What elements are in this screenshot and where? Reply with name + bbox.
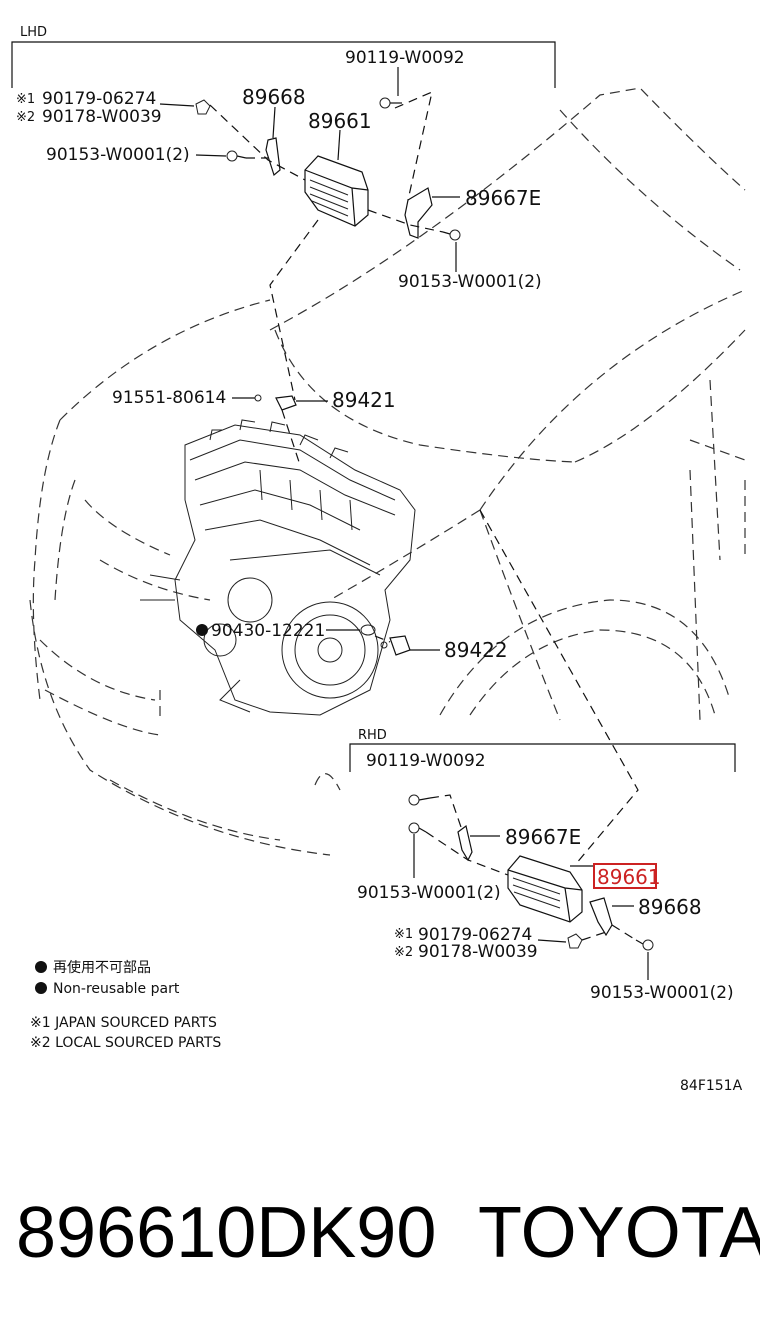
legend-jp: 再使用不可部品 <box>53 959 151 976</box>
lhd-bolt-left-icon <box>226 150 247 162</box>
rhd-bracket-left-label: 89667E <box>505 825 581 849</box>
legend-marker-en <box>35 982 47 994</box>
lhd-nut-ref1-label: 90179-06274 <box>42 89 156 109</box>
lhd-bracket-right-label: 89667E <box>465 186 541 210</box>
legend-marker-jp <box>35 961 47 973</box>
lhd-ecu-module <box>304 155 369 227</box>
rhd-bracket-89668 <box>589 897 613 937</box>
lhd-nut-ref2-label: 90178-W0039 <box>42 107 162 127</box>
rhd-nut-ref1-mark: ※1 <box>394 927 413 942</box>
lhd-bolt-left-label: 90153-W0001(2) <box>46 145 190 165</box>
rhd-bracket-89667e <box>457 824 473 862</box>
bolt-sensor-label: 91551-80614 <box>112 388 226 408</box>
sensor-89421-icon <box>254 394 297 411</box>
lhd-bracket-89668 <box>265 137 281 177</box>
lhd-bolt-right-icon <box>442 229 461 241</box>
sensor-upper-label: 89421 <box>332 388 396 412</box>
lhd-bracket-89667e <box>404 187 433 239</box>
lhd-nut-ref1-mark: ※1 <box>16 92 35 107</box>
rhd-bolt-right-label: 90153-W0001(2) <box>590 983 734 1003</box>
rhd-bolt-top-icon <box>408 794 431 806</box>
rhd-section: RHD <box>349 509 736 1003</box>
rhd-nut-icon <box>567 933 583 949</box>
lhd-bolt-top-label: 90119-W0092 <box>345 48 465 68</box>
legend-note2: ※2 LOCAL SOURCED PARTS <box>30 1035 221 1051</box>
rhd-nut-ref1-label: 90179-06274 <box>418 925 532 945</box>
highlight-box <box>593 863 657 889</box>
rhd-nut-ref2-label: 90178-W0039 <box>418 942 538 962</box>
lhd-section: LHD <box>11 25 556 401</box>
rhd-nut-ref2-mark: ※2 <box>394 945 413 960</box>
lhd-bolt-top-icon <box>379 97 402 109</box>
sensor-lower-label: 89422 <box>444 638 508 662</box>
rhd-bracket-right-label: 89668 <box>638 895 702 919</box>
gasket-icon <box>360 624 376 636</box>
lhd-ecu-label: 89661 <box>308 109 372 133</box>
rhd-title: RHD <box>358 728 387 743</box>
rhd-bolt-right-icon <box>635 939 654 951</box>
vehicle-outline <box>29 87 746 856</box>
engine-drawing <box>140 419 416 716</box>
legend-en: Non-reusable part <box>53 981 180 997</box>
rhd-ecu-module <box>507 855 583 923</box>
sensor-89422-icon <box>380 635 411 656</box>
rhd-bolt-top-label: 90119-W0092 <box>366 751 486 771</box>
lhd-bolt-right-label: 90153-W0001(2) <box>398 272 542 292</box>
legend: 再使用不可部品 Non-reusable part ※1 JAPAN SOURC… <box>30 959 221 1051</box>
lhd-bracket-left-label: 89668 <box>242 85 306 109</box>
footer-part-number: 896610DK90 <box>16 1193 436 1273</box>
footer-brand: TOYOTA <box>478 1193 760 1273</box>
lhd-nut-icon <box>195 99 211 115</box>
rhd-ecu-label: 89661 <box>597 865 661 889</box>
lhd-nut-ref2-mark: ※2 <box>16 110 35 125</box>
non-reusable-marker <box>196 624 208 636</box>
rhd-bolt-left-icon <box>408 822 427 834</box>
lhd-title: LHD <box>20 25 47 40</box>
gasket-label: 90430-12221 <box>211 621 325 641</box>
engine-parts: 91551-80614 89421 90430-12221 89422 <box>112 388 508 662</box>
figure-code: 84F151A <box>680 1078 743 1094</box>
legend-note1: ※1 JAPAN SOURCED PARTS <box>30 1015 217 1031</box>
rhd-bolt-left-label: 90153-W0001(2) <box>357 883 501 903</box>
